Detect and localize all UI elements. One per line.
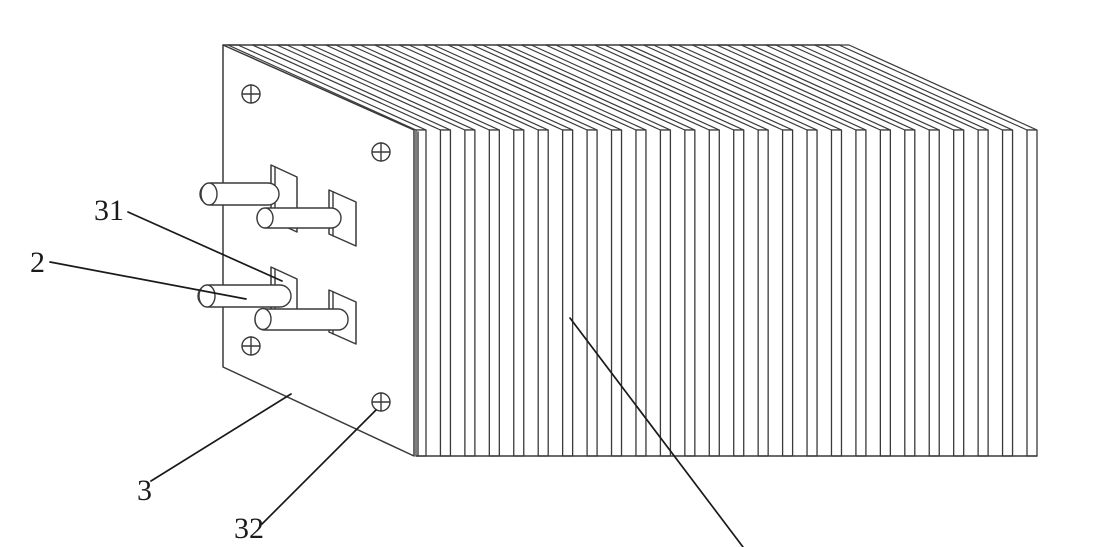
- end-plate: [222, 44, 415, 457]
- heat-sink-fins: [227, 44, 1038, 457]
- leader-end-plate: [150, 393, 292, 482]
- screw-top-right: [371, 142, 391, 162]
- fin: [537, 129, 549, 457]
- fin: [1001, 129, 1014, 457]
- screw-bottom-left: [241, 336, 261, 356]
- fin: [610, 129, 623, 457]
- label-screw: 32: [234, 512, 264, 545]
- fin: [561, 129, 574, 457]
- fin: [855, 129, 867, 457]
- leader-pipe-bracket: [127, 211, 283, 282]
- label-pipe-bracket: 31: [94, 194, 124, 227]
- leader-screw: [261, 409, 377, 525]
- fin: [684, 129, 696, 457]
- screw-top-left: [241, 84, 261, 104]
- fin: [659, 129, 672, 457]
- fin: [879, 129, 892, 457]
- pipe-upper-left: [199, 182, 280, 206]
- fin: [904, 129, 916, 457]
- fin: [1026, 129, 1038, 457]
- fin: [977, 129, 989, 457]
- fin: [757, 129, 769, 457]
- fin: [806, 129, 818, 457]
- fin: [733, 129, 745, 457]
- leader-pipe: [49, 261, 247, 300]
- fin: [928, 129, 940, 457]
- fin: [830, 129, 843, 457]
- fin: [586, 129, 598, 457]
- pipe-lower-left: [197, 284, 292, 308]
- fin: [781, 129, 794, 457]
- screw-bottom-right: [371, 392, 391, 412]
- fin: [708, 129, 720, 457]
- pipe-upper-right: [256, 207, 342, 229]
- fin: [513, 129, 525, 457]
- fin: [464, 129, 476, 457]
- leader-fins: [569, 317, 744, 547]
- label-end-plate: 3: [137, 474, 152, 507]
- pipe-lower-right: [254, 307, 349, 331]
- fin: [488, 129, 500, 457]
- label-pipe: 2: [30, 246, 45, 279]
- fin: [953, 129, 965, 457]
- fin: [439, 129, 452, 457]
